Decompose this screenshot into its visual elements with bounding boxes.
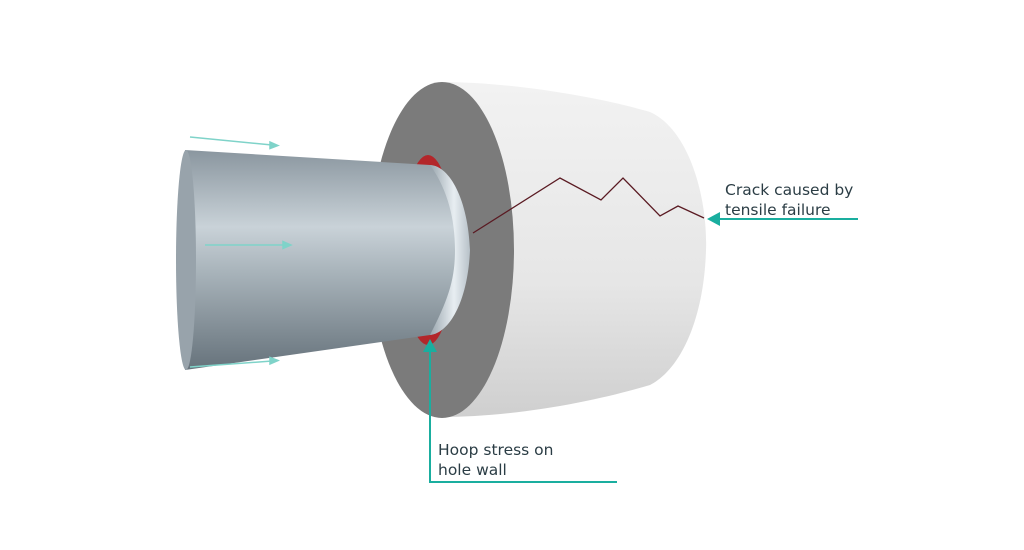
crack-line: [472, 177, 705, 234]
crack-label: Crack caused by tensile failure: [725, 180, 853, 220]
shaft-left-face: [176, 150, 196, 370]
block-body: [440, 82, 707, 417]
hoop-label: Hoop stress on hole wall: [438, 440, 554, 480]
hoop-label-line-2: hole wall: [438, 461, 507, 479]
crack-label-line-1: Crack caused by: [725, 181, 854, 199]
load-arrow-bottom: [189, 356, 280, 368]
load-arrow-middle: [205, 240, 293, 250]
load-arrow-top: [189, 136, 280, 150]
crack-callout-arrow: [707, 212, 858, 226]
hoop-label-line-1: Hoop stress on: [438, 441, 554, 459]
shaft-end: [430, 165, 470, 335]
crack-label-line-2: tensile failure: [725, 201, 831, 219]
shaft: [185, 150, 468, 370]
hoop-callout-arrow: [423, 339, 617, 483]
